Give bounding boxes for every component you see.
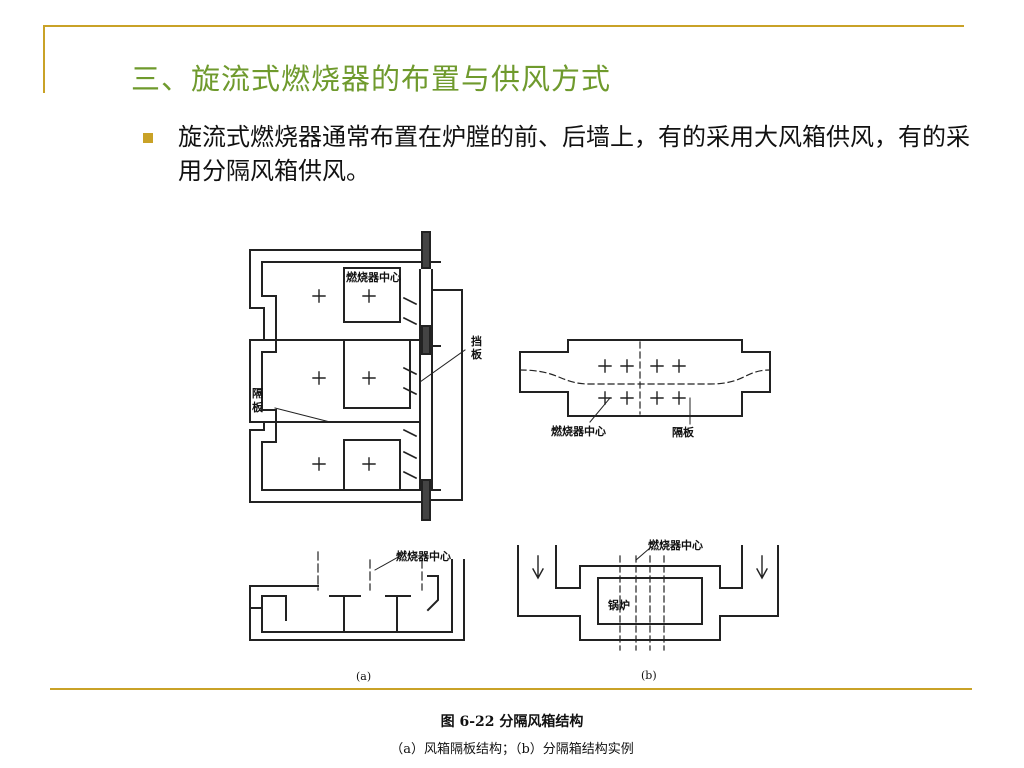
figure-subcaption: （a）风箱隔板结构；（b）分隔箱结构实例 <box>390 742 634 757</box>
label-sub-b: (b) <box>641 669 657 682</box>
figure-caption: 图 6-22 分隔风箱结构 <box>440 714 584 730</box>
label-burner-center-b-top: 燃烧器中心 <box>550 424 606 438</box>
label-burner-center-b-bottom: 燃烧器中心 <box>647 538 703 552</box>
label-sub-a: (a) <box>356 670 371 683</box>
bullet-square-icon <box>143 133 153 143</box>
label-burner-center-a-top: 燃烧器中心 <box>345 270 401 284</box>
label-partition-a-1: 隔 <box>252 386 263 400</box>
label-partition-b: 隔板 <box>672 425 695 439</box>
label-boiler: 锅炉 <box>608 598 630 612</box>
label-baffle-top-1: 挡 <box>471 334 482 348</box>
diagram-a-bottom: 燃烧器中心 (a) <box>249 549 465 683</box>
diagram-a-top: 燃烧器中心 挡 板 隔 板 <box>249 231 483 521</box>
slide-title: 三、旋流式燃烧器的布置与供风方式 <box>131 62 612 96</box>
bottom-rule <box>50 688 972 690</box>
label-baffle-top-2: 板 <box>471 347 483 361</box>
diagram-b-bottom: 燃烧器中心 锅炉 (b) <box>517 538 779 682</box>
windbox-figure: 燃烧器中心 挡 板 隔 板 燃烧器中心 (a) <box>249 231 779 683</box>
bullet-text: 旋流式燃烧器通常布置在炉膛的前、后墙上，有的采用大风箱供风，有的采用分隔风箱供风… <box>178 123 970 185</box>
label-burner-center-a-bottom: 燃烧器中心 <box>395 549 451 563</box>
frame-left-rule <box>43 25 45 93</box>
label-partition-a-2: 板 <box>252 400 264 414</box>
frame-top-rule <box>43 25 964 27</box>
diagram-b-top: 燃烧器中心 隔板 <box>519 339 771 439</box>
